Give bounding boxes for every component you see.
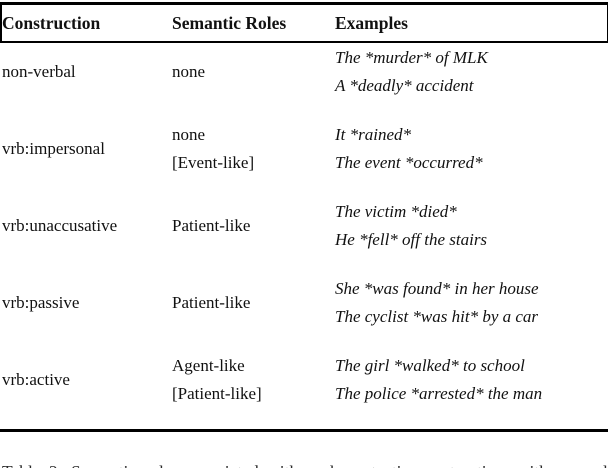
roles-cell: none [Event-like]: [172, 121, 335, 177]
construction-cell: vrb:active: [2, 352, 172, 408]
table-bottom-rule: [0, 429, 608, 432]
example-line: The girl *walked* to school: [335, 356, 525, 375]
construction-cell: non-verbal: [2, 44, 172, 100]
table-top-rule: [0, 2, 608, 5]
header-left-edge-rule: [0, 2, 2, 43]
table-row: vrb:passive Patient-like She *was found*…: [0, 275, 608, 331]
construction-cell: vrb:impersonal: [2, 121, 172, 177]
example-line: The victim *died*: [335, 202, 457, 221]
role-line: [Patient-like]: [172, 384, 262, 403]
examples-cell: The victim *died* He *fell* off the stai…: [335, 198, 608, 254]
example-line: It *rained*: [335, 125, 412, 144]
construction-label: vrb:unaccusative: [2, 216, 118, 235]
column-header-examples: Examples: [335, 12, 408, 33]
roles-cell: Agent-like [Patient-like]: [172, 352, 335, 408]
role-line: Agent-like: [172, 356, 245, 375]
construction-cell: vrb:unaccusative: [2, 198, 172, 254]
construction-cell: vrb:passive: [2, 275, 172, 331]
example-line: The event *occurred*: [335, 153, 483, 172]
role-line: Patient-like: [172, 216, 251, 235]
role-line: none: [172, 125, 206, 144]
role-line: [Event-like]: [172, 153, 255, 172]
construction-label: vrb:passive: [2, 293, 80, 312]
example-line: A *deadly* accident: [335, 76, 474, 95]
table-row: non-verbal none The *murder* of MLK A *d…: [0, 44, 608, 100]
role-line: none: [172, 62, 206, 81]
role-line: Patient-like: [172, 293, 251, 312]
table-row: vrb:impersonal none [Event-like] It *rai…: [0, 121, 608, 177]
examples-cell: It *rained* The event *occurred*: [335, 121, 608, 177]
column-header-construction: Construction: [2, 12, 101, 33]
table-caption-clipped: Table 2: Semantic roles associated with …: [2, 462, 608, 468]
header-right-edge-rule: [606, 2, 608, 43]
examples-cell: The *murder* of MLK A *deadly* accident: [335, 44, 608, 100]
table-header-row: Construction Semantic Roles Examples: [0, 5, 608, 41]
example-line: The police *arrested* the man: [335, 384, 543, 403]
table-body: non-verbal none The *murder* of MLK A *d…: [0, 44, 608, 408]
roles-cell: Patient-like: [172, 198, 335, 254]
examples-cell: The girl *walked* to school The police *…: [335, 352, 608, 408]
example-line: The cyclist *was hit* by a car: [335, 307, 539, 326]
construction-label: vrb:impersonal: [2, 139, 105, 158]
table-row: vrb:unaccusative Patient-like The victim…: [0, 198, 608, 254]
table-row: vrb:active Agent-like [Patient-like] The…: [0, 352, 608, 408]
construction-label: vrb:active: [2, 370, 70, 389]
column-header-semantic-roles: Semantic Roles: [172, 12, 287, 33]
example-line: He *fell* off the stairs: [335, 230, 488, 249]
example-line: She *was found* in her house: [335, 279, 539, 298]
table-header-rule: [0, 41, 608, 43]
example-line: The *murder* of MLK: [335, 48, 488, 67]
roles-cell: Patient-like: [172, 275, 335, 331]
construction-label: non-verbal: [2, 62, 76, 81]
roles-cell: none: [172, 44, 335, 100]
examples-cell: She *was found* in her house The cyclist…: [335, 275, 608, 331]
